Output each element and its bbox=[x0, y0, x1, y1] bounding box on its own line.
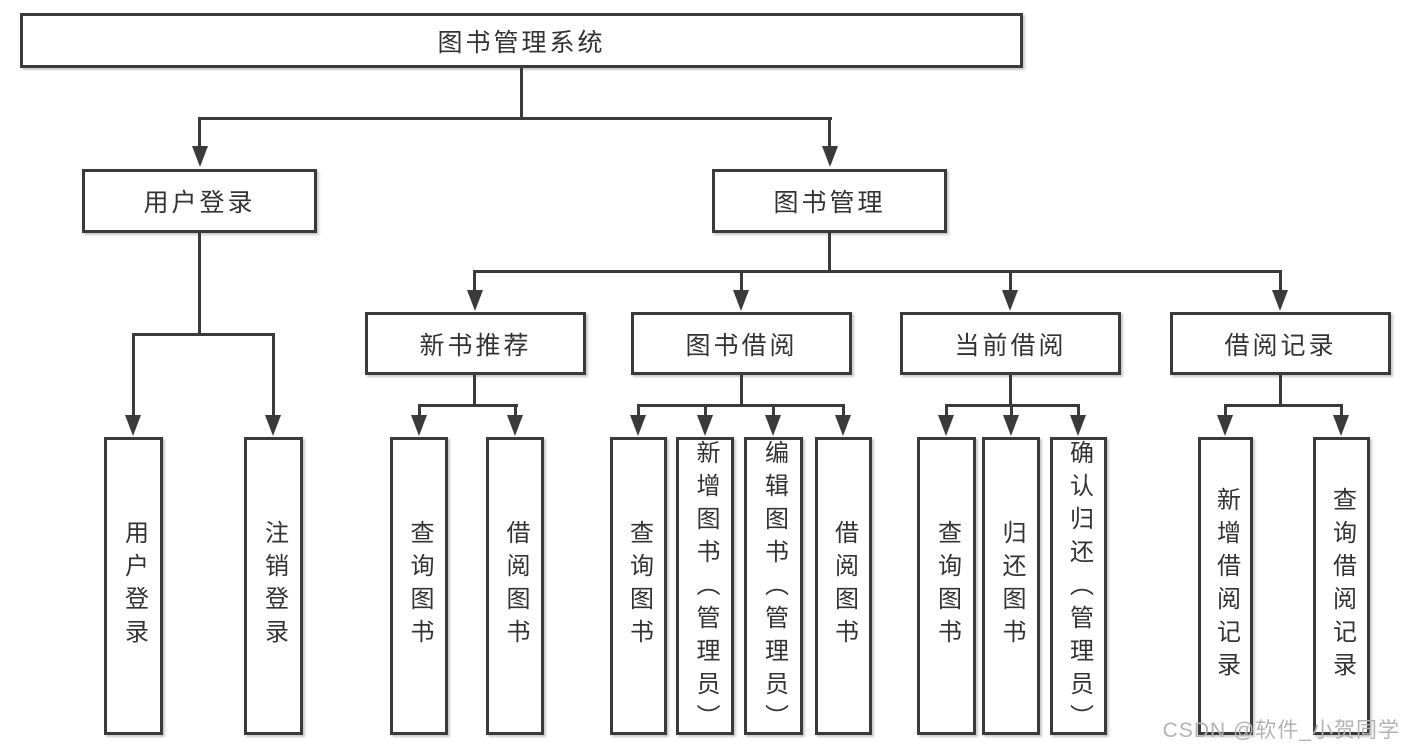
arrow-down-icon bbox=[1070, 415, 1086, 436]
connector-vline bbox=[132, 333, 135, 417]
leaf-borrow-query: 查询图书 bbox=[610, 437, 667, 735]
arrow-down-icon bbox=[733, 290, 749, 311]
leaf-user-login-label: 用户登录 bbox=[120, 520, 148, 652]
leaf-borrow-query-label: 查询图书 bbox=[625, 520, 653, 652]
connector-vline bbox=[945, 404, 948, 418]
leaf-newbook-borrow: 借阅图书 bbox=[486, 437, 544, 735]
connector-vline bbox=[704, 404, 707, 418]
leaf-current-query: 查询图书 bbox=[917, 437, 976, 735]
node-root: 图书管理系统 bbox=[20, 13, 1023, 68]
node-new-books-label: 新书推荐 bbox=[419, 331, 532, 360]
arrow-down-icon bbox=[265, 415, 281, 436]
arrow-down-icon bbox=[1333, 415, 1349, 436]
connector-vline bbox=[842, 404, 845, 418]
node-borrow-records-label: 借阅记录 bbox=[1224, 331, 1337, 360]
arrow-down-icon bbox=[938, 415, 954, 436]
leaf-records-add: 新增借阅记录 bbox=[1198, 437, 1253, 735]
leaf-newbook-borrow-label: 借阅图书 bbox=[502, 520, 529, 652]
connector-vline bbox=[1009, 373, 1012, 407]
connector-vline bbox=[473, 373, 476, 407]
arrow-down-icon bbox=[467, 290, 483, 311]
leaf-user-login: 用户登录 bbox=[104, 437, 163, 735]
connector-vline bbox=[1279, 373, 1282, 407]
node-user-login-label: 用户登录 bbox=[143, 189, 256, 217]
csdn-watermark: CSDN @软件_小贺同学 bbox=[1162, 719, 1400, 742]
leaf-logout: 注销登录 bbox=[244, 437, 303, 735]
connector-vline bbox=[272, 333, 275, 417]
connector-vline bbox=[520, 66, 523, 119]
connector-hline bbox=[473, 270, 1282, 273]
connector-hline bbox=[1224, 404, 1343, 407]
leaf-current-confirm-label: 确认归还（管理员） bbox=[1065, 440, 1093, 737]
connector-vline bbox=[473, 270, 476, 292]
leaf-borrow-borrow-label: 借阅图书 bbox=[830, 520, 858, 652]
leaf-current-confirm: 确认归还（管理员） bbox=[1050, 437, 1107, 737]
node-new-books: 新书推荐 bbox=[365, 312, 586, 375]
node-root-label: 图书管理系统 bbox=[437, 28, 606, 57]
leaf-current-return-label: 归还图书 bbox=[998, 520, 1025, 652]
node-book-borrow-label: 图书借阅 bbox=[685, 331, 798, 360]
connector-hline bbox=[637, 404, 844, 407]
connector-vline bbox=[1340, 404, 1343, 418]
node-book-mgmt: 图书管理 bbox=[712, 169, 947, 233]
node-current-borrow: 当前借阅 bbox=[900, 312, 1121, 375]
leaf-records-query-label: 查询借阅记录 bbox=[1328, 487, 1356, 685]
connector-vline bbox=[1279, 270, 1282, 292]
connector-vline bbox=[637, 404, 640, 418]
leaf-borrow-add: 新增图书（管理员） bbox=[676, 437, 734, 737]
connector-vline bbox=[198, 117, 201, 148]
leaf-newbook-query-label: 查询图书 bbox=[406, 520, 433, 652]
leaf-borrow-edit-label: 编辑图书（管理员） bbox=[760, 440, 788, 737]
connector-vline bbox=[740, 373, 743, 407]
connector-vline bbox=[740, 270, 743, 292]
leaf-records-add-label: 新增借阅记录 bbox=[1212, 487, 1240, 685]
connector-vline bbox=[772, 404, 775, 418]
leaf-borrow-borrow: 借阅图书 bbox=[815, 437, 872, 735]
connector-vline bbox=[1010, 404, 1013, 418]
arrow-down-icon bbox=[1002, 290, 1018, 311]
connector-vline bbox=[1077, 404, 1080, 418]
arrow-down-icon bbox=[822, 146, 838, 167]
arrow-down-icon bbox=[1217, 415, 1233, 436]
arrow-down-icon bbox=[765, 415, 781, 436]
node-borrow-records: 借阅记录 bbox=[1170, 312, 1391, 375]
connector-vline bbox=[514, 404, 517, 418]
connector-vline bbox=[828, 117, 831, 148]
arrow-down-icon bbox=[697, 415, 713, 436]
arrow-down-icon bbox=[507, 415, 523, 436]
connector-vline bbox=[1009, 270, 1012, 292]
leaf-borrow-edit: 编辑图书（管理员） bbox=[744, 437, 803, 737]
leaf-borrow-add-label: 新增图书（管理员） bbox=[692, 440, 719, 737]
node-user-login: 用户登录 bbox=[82, 169, 317, 233]
arrow-down-icon bbox=[411, 415, 427, 436]
connector-vline bbox=[1224, 404, 1227, 418]
node-book-mgmt-label: 图书管理 bbox=[773, 189, 886, 217]
connector-vline bbox=[418, 404, 421, 418]
leaf-records-query: 查询借阅记录 bbox=[1313, 437, 1370, 735]
connector-hline bbox=[418, 404, 518, 407]
connector-hline bbox=[132, 333, 275, 336]
leaf-logout-label: 注销登录 bbox=[260, 520, 288, 652]
arrow-down-icon bbox=[630, 415, 646, 436]
arrow-down-icon bbox=[1272, 290, 1288, 311]
node-current-borrow-label: 当前借阅 bbox=[954, 331, 1067, 360]
leaf-current-query-label: 查询图书 bbox=[933, 520, 961, 652]
arrow-down-icon bbox=[125, 415, 141, 436]
connector-vline bbox=[198, 232, 201, 336]
arrow-down-icon bbox=[1003, 415, 1019, 436]
arrow-down-icon bbox=[835, 415, 851, 436]
leaf-current-return: 归还图书 bbox=[982, 437, 1040, 735]
connector-vline bbox=[828, 232, 831, 273]
leaf-newbook-query: 查询图书 bbox=[390, 437, 448, 735]
node-book-borrow: 图书借阅 bbox=[631, 312, 852, 375]
arrow-down-icon bbox=[192, 146, 208, 167]
connector-hline bbox=[198, 117, 832, 120]
